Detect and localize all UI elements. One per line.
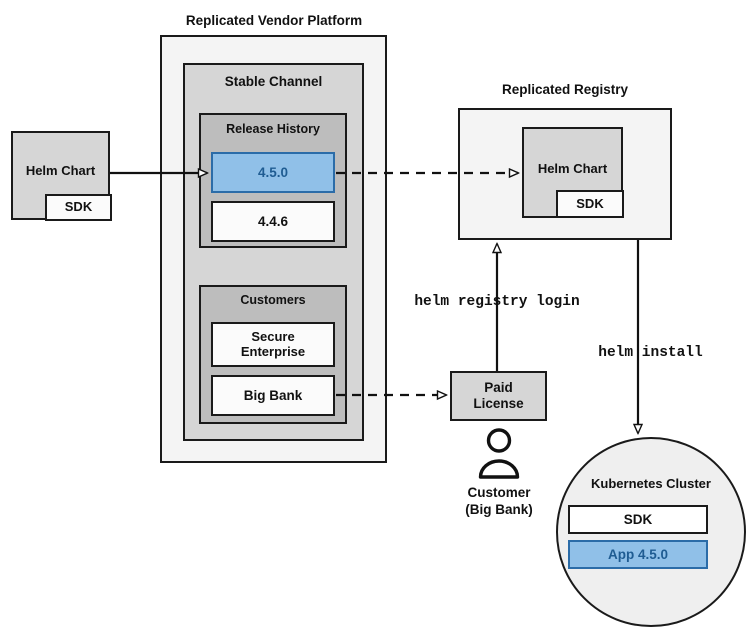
customer-secure-enterprise-line2: Enterprise	[240, 343, 306, 359]
release-4-5-0-box[interactable]: 4.5.0	[211, 152, 335, 193]
registry-helm-chart-label: Helm Chart	[537, 161, 608, 176]
source-sdk-box[interactable]: SDK	[45, 194, 112, 221]
customer-secure-enterprise-box[interactable]: Secure Enterprise	[211, 322, 335, 367]
release-4-4-6-label: 4.4.6	[257, 213, 289, 229]
cmd-helm-registry-login: helm registry login	[414, 294, 580, 310]
paid-license-line1: Paid	[484, 380, 513, 396]
customers-label: Customers	[240, 293, 306, 307]
customer-big-bank-box[interactable]: Big Bank	[211, 375, 335, 416]
paid-license-line2: License	[473, 396, 524, 411]
release-4-4-6-box[interactable]: 4.4.6	[211, 201, 335, 242]
source-helm-chart-label: Helm Chart	[25, 163, 96, 178]
kubernetes-cluster-label: Kubernetes Cluster	[591, 476, 711, 491]
registry-sdk-box[interactable]: SDK	[556, 190, 624, 218]
release-history-label: Release History	[226, 122, 320, 136]
customer-actor-line1: Customer	[467, 485, 531, 500]
cluster-sdk-box[interactable]: SDK	[568, 505, 708, 534]
customer-secure-enterprise-line1: Secure	[251, 328, 295, 344]
customer-actor-icon	[473, 428, 525, 482]
cluster-app-box[interactable]: App 4.5.0	[568, 540, 708, 569]
stable-channel-label: Stable Channel	[224, 74, 323, 89]
cmd-helm-install: helm install	[598, 345, 703, 361]
cluster-app-label: App 4.5.0	[607, 546, 669, 562]
release-4-5-0-label: 4.5.0	[257, 164, 289, 180]
cluster-sdk-label: SDK	[623, 511, 653, 527]
registry-sdk-label: SDK	[576, 195, 604, 211]
paid-license-box[interactable]: Paid License	[450, 371, 547, 421]
vendor-platform-title: Replicated Vendor Platform	[185, 13, 363, 28]
customer-actor-line2: (Big Bank)	[465, 502, 533, 517]
customer-big-bank-label: Big Bank	[243, 387, 303, 403]
replicated-registry-title: Replicated Registry	[501, 82, 629, 97]
source-sdk-label: SDK	[64, 199, 93, 215]
